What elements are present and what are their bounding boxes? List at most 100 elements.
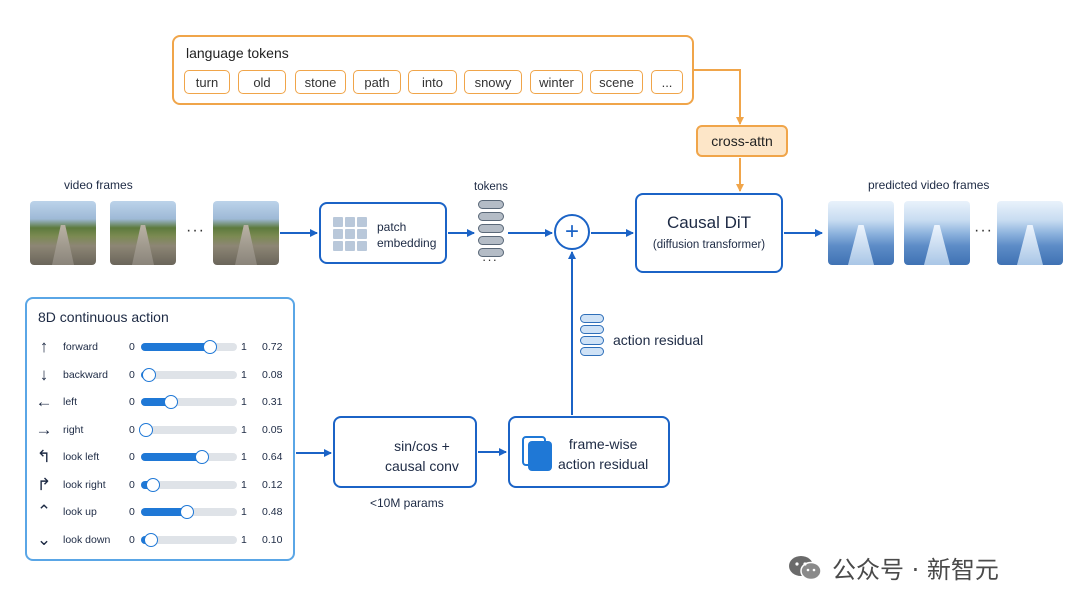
action-slider[interactable]: [141, 340, 237, 354]
action-value: 0.08: [262, 368, 283, 381]
slider-min-label: 0: [129, 341, 135, 353]
action-value: 0.64: [262, 451, 283, 463]
slider-min-label: 0: [129, 396, 135, 408]
slider-handle[interactable]: [141, 367, 156, 382]
framewise-residual-label: frame-wise action residual: [558, 436, 649, 472]
causal-dit-title: Causal DiT: [666, 213, 752, 232]
slider-max-label: 1: [241, 368, 247, 381]
slider-min-label: 0: [129, 478, 135, 491]
action-label: forward: [63, 341, 99, 353]
action-value: 0.10: [262, 533, 283, 546]
watermark: 公众号 · 新智元: [788, 550, 999, 585]
arrow-left-icon: ←: [35, 392, 53, 411]
video-frames-caption: video frames: [64, 178, 133, 192]
slider-max-label: 1: [241, 451, 247, 463]
action-value: 0.05: [262, 423, 283, 436]
sincos-conv-label: sin/cos + causal conv: [385, 438, 459, 474]
token-chip: snowy: [464, 70, 522, 94]
slider-max-label: 1: [241, 533, 247, 546]
slider-min-label: 0: [129, 506, 135, 518]
action-value: 0.48: [262, 506, 283, 518]
arrow-right-icon: →: [35, 419, 53, 439]
action-slider[interactable]: [138, 422, 237, 437]
slider-max-label: 1: [241, 506, 247, 518]
causal-dit-block: Causal DiT (diffusion transformer): [635, 193, 783, 273]
slider-handle[interactable]: [163, 395, 178, 409]
token-chip: into: [408, 70, 457, 94]
slider-max-label: 1: [241, 478, 247, 491]
action-slider[interactable]: [141, 532, 237, 547]
action-slider[interactable]: [141, 505, 237, 519]
chevron-down-icon: ⌄: [36, 529, 52, 549]
slider-max-label: 1: [241, 423, 247, 436]
action-panel: 8D continuous action ↑ forward 0 1 0.72 ↓ back…: [25, 297, 295, 561]
slider-fill: [141, 343, 211, 351]
sincos-conv-block: sin/cos + causal conv: [333, 416, 477, 488]
slider-min-label: 0: [129, 451, 135, 463]
slider-handle[interactable]: [145, 477, 160, 492]
action-slider[interactable]: [141, 450, 237, 464]
action-slider[interactable]: [141, 367, 237, 382]
slider-handle[interactable]: [203, 340, 218, 354]
token-chip: winter: [530, 70, 583, 94]
token-chip: stone: [295, 70, 346, 94]
lang-to-crossattn-connector: [694, 69, 744, 125]
wechat-logo-icon: [789, 555, 822, 580]
action-row-look-up: ⌃ look up 0 1 0.48: [27, 503, 293, 523]
video-frame-thumbnail: [110, 201, 176, 265]
params-caption: <10M params: [370, 496, 444, 510]
token-chip: old: [238, 70, 286, 94]
predicted-frame-thumbnail: [904, 201, 970, 265]
predicted-frame-thumbnail: [828, 201, 894, 265]
slider-fill: [141, 508, 188, 516]
slider-handle[interactable]: [143, 532, 158, 547]
language-tokens-title: language tokens: [186, 45, 289, 61]
token-chip: path: [353, 70, 401, 94]
slider-handle[interactable]: [180, 505, 195, 519]
slider-min-label: 0: [129, 423, 135, 436]
action-slider[interactable]: [141, 477, 237, 492]
action-slider[interactable]: [141, 395, 237, 409]
slider-handle[interactable]: [138, 422, 153, 437]
action-row-right: → right 0 1 0.05: [27, 419, 293, 441]
action-row-backward: ↓ backward 0 1 0.08: [27, 364, 293, 386]
predicted-frames-ellipsis: ···: [974, 222, 993, 239]
turn-right-icon: ↱: [36, 474, 52, 494]
stacked-frames-icon: [522, 436, 552, 471]
token-chip: turn: [184, 70, 230, 94]
watermark-text: 公众号 · 新智元: [832, 556, 999, 584]
action-label: look down: [63, 533, 111, 546]
sum-node: +: [554, 214, 590, 250]
slider-min-label: 0: [129, 368, 135, 381]
action-label: backward: [63, 368, 108, 381]
chevron-up-icon: ⌃: [36, 502, 52, 521]
patch-grid-icon: [333, 217, 367, 251]
action-value: 0.31: [262, 396, 283, 408]
slider-handle[interactable]: [195, 450, 210, 464]
action-label: left: [63, 396, 78, 408]
action-label: right: [63, 423, 84, 436]
arrow-down-icon: ↓: [39, 364, 49, 384]
patch-embedding-label: patch embedding: [377, 220, 437, 250]
tokens-ellipsis: ···: [482, 252, 498, 267]
token-chip: ...: [651, 70, 683, 94]
cross-attn-label: cross-attn: [696, 125, 788, 157]
action-value: 0.72: [262, 341, 283, 353]
turn-left-icon: ↰: [36, 447, 52, 466]
action-panel-title: 8D continuous action: [38, 309, 169, 325]
framewise-residual-block: frame-wise action residual: [508, 416, 670, 488]
action-label: look up: [63, 506, 97, 518]
action-row-left: ← left 0 1 0.31: [27, 393, 293, 413]
slider-fill: [141, 398, 171, 406]
slider-max-label: 1: [241, 396, 247, 408]
video-frame-thumbnail: [213, 201, 279, 265]
predicted-frame-thumbnail: [997, 201, 1063, 265]
action-row-forward: ↑ forward 0 1 0.72: [27, 338, 293, 358]
arrow-up-icon: ↑: [39, 337, 49, 356]
slider-fill: [141, 453, 203, 461]
causal-dit-subtitle: (diffusion transformer): [652, 239, 766, 251]
patch-embedding-block: patch embedding: [319, 202, 447, 264]
slider-max-label: 1: [241, 341, 247, 353]
